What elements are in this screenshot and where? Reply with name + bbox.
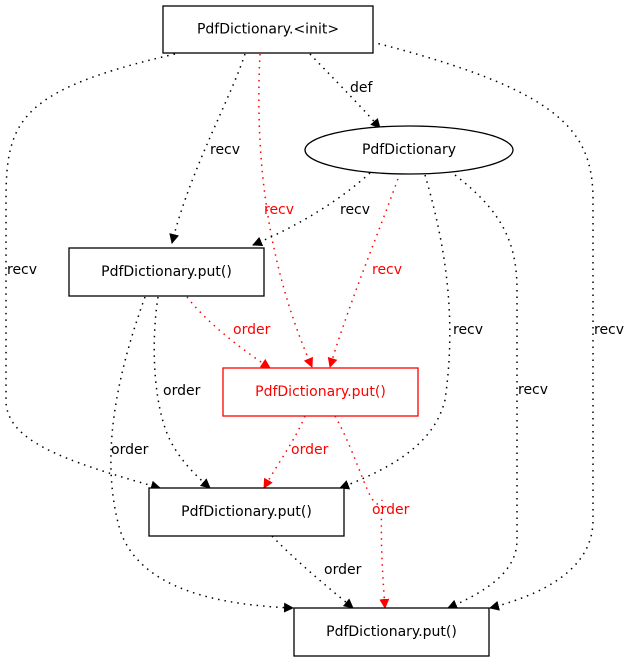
edge-label: order — [111, 442, 149, 458]
edge-label: order — [233, 322, 271, 338]
node-label: PdfDictionary.<init> — [197, 22, 339, 38]
edge-init-put1: recv — [169, 53, 246, 244]
node-label: PdfDictionary.put() — [255, 384, 386, 400]
edge-label: recv — [340, 202, 370, 218]
edge-dict-put4: recv — [447, 174, 548, 610]
edge-path — [252, 172, 371, 247]
node-label: PdfDictionary.put() — [101, 264, 232, 280]
node-label: PdfDictionary.put() — [326, 624, 457, 640]
edge-init-put4: recv — [371, 41, 624, 611]
edge-label: recv — [7, 262, 37, 278]
edge-label: def — [350, 80, 374, 96]
edge-init-dict: def — [309, 53, 381, 129]
edge-path — [334, 415, 390, 609]
edge-put2-put4: order — [334, 415, 410, 609]
edge-path — [169, 53, 246, 244]
edge-label: recv — [372, 262, 402, 278]
edge-put1-put2: order — [186, 296, 271, 369]
edge-label: order — [372, 502, 410, 518]
nodes-layer: PdfDictionary.<init> PdfDictionary PdfDi… — [68, 5, 514, 657]
node-put-1[interactable]: PdfDictionary.put() — [68, 247, 265, 297]
node-box — [293, 607, 490, 657]
edge-label: order — [163, 383, 201, 399]
edge-label: order — [291, 442, 329, 458]
node-ellipse — [304, 125, 514, 175]
edge-label: recv — [594, 322, 624, 338]
edge-put3-put4: order — [271, 535, 362, 609]
node-put-4[interactable]: PdfDictionary.put() — [293, 607, 490, 657]
edge-label: recv — [453, 322, 483, 338]
node-pdfdictionary[interactable]: PdfDictionary — [304, 125, 514, 175]
node-label: PdfDictionary — [362, 142, 456, 158]
node-box — [148, 487, 345, 537]
edge-dict-put3: recv — [339, 174, 483, 490]
edge-dict-put2: recv — [327, 172, 402, 368]
edge-label: recv — [264, 202, 294, 218]
edge-path — [339, 174, 451, 490]
edge-label: recv — [518, 382, 548, 398]
edge-put1-put3: order — [153, 296, 211, 489]
edge-dict-put1: recv — [252, 172, 371, 247]
edge-init-put3: recv — [5, 53, 176, 491]
edge-path — [271, 535, 354, 609]
edge-path — [153, 296, 211, 489]
edge-path — [263, 415, 306, 489]
edge-init-put2: recv — [258, 53, 313, 368]
node-put-3[interactable]: PdfDictionary.put() — [148, 487, 345, 537]
edge-label: order — [324, 562, 362, 578]
edge-put2-put3: order — [263, 415, 329, 489]
node-put-2-highlighted[interactable]: PdfDictionary.put() — [222, 367, 419, 417]
edges-layer: def recv recv recv recv recv rec — [5, 41, 624, 613]
node-box — [162, 5, 374, 54]
node-label: PdfDictionary.put() — [181, 504, 312, 520]
edge-path — [447, 174, 518, 610]
node-box — [222, 367, 419, 417]
edge-put1-put4: order — [110, 296, 294, 613]
node-init[interactable]: PdfDictionary.<init> — [162, 5, 374, 54]
node-box — [68, 247, 265, 297]
edge-path — [5, 53, 176, 491]
edge-label: recv — [210, 142, 240, 158]
